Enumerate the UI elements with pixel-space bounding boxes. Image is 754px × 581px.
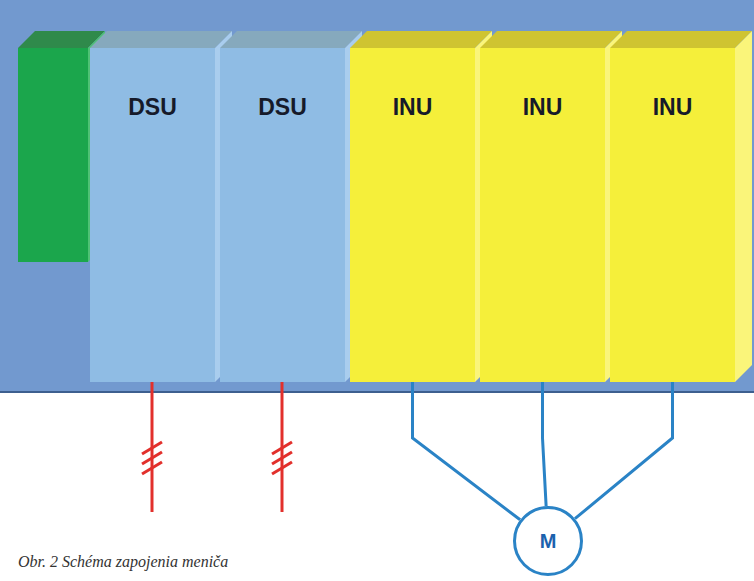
box-faces: [18, 31, 752, 382]
dsu-box: DSU: [90, 48, 215, 382]
node-label: DSU: [220, 48, 345, 121]
box-front: [220, 48, 345, 382]
box-top: [220, 31, 362, 48]
node-label: M: [540, 530, 557, 553]
node-label: INU: [350, 48, 475, 121]
inu-box: INU: [480, 48, 605, 382]
motor-wire: [575, 382, 673, 519]
box-top: [480, 31, 622, 48]
box-front: [90, 48, 215, 382]
box-top: [90, 31, 232, 48]
motor-circle: M: [513, 506, 583, 576]
inu-box: INU: [610, 48, 735, 382]
node-label: INU: [610, 48, 735, 121]
node-label: INU: [480, 48, 605, 121]
box-side: [735, 31, 752, 382]
panel-edge: [0, 391, 754, 393]
box-front: [610, 48, 735, 382]
figure-caption: Obr. 2 Schéma zapojenia meniča: [18, 553, 228, 571]
box-top: [350, 31, 492, 48]
box-top: [610, 31, 752, 48]
motor-wire: [543, 382, 547, 506]
box-front: [350, 48, 475, 382]
box-front: [480, 48, 605, 382]
supply-wires: [142, 382, 292, 512]
inu-box: INU: [350, 48, 475, 382]
node-label: DSU: [90, 48, 215, 121]
motor-wire: [413, 382, 521, 520]
cabinet-panel: [0, 0, 754, 392]
box-front: [18, 48, 88, 262]
dsu-box: DSU: [220, 48, 345, 382]
